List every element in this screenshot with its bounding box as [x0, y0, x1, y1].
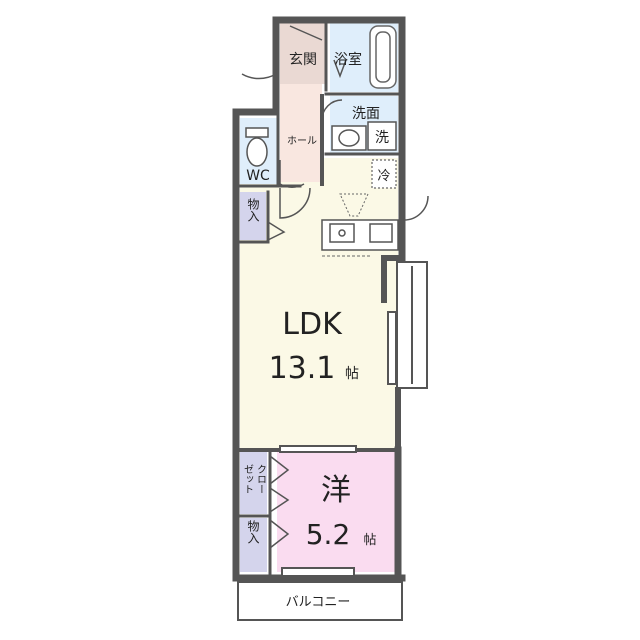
label-ldk-name: LDK	[282, 307, 343, 342]
balcony-area	[237, 581, 403, 621]
label-bedroom-name: 洋	[321, 473, 351, 508]
label-balcony: バルコニー	[286, 595, 351, 610]
storage-bottom-area	[240, 518, 267, 572]
hall-area	[280, 84, 322, 182]
washer-icon	[367, 121, 397, 151]
label-wc: WC	[246, 168, 270, 184]
bathtub-icon	[369, 25, 397, 89]
label-bedroom-unit: 帖	[363, 533, 376, 548]
fridge-space-icon	[371, 159, 397, 189]
label-storage-top: 物入	[246, 198, 260, 222]
label-genkan: 玄関	[289, 51, 317, 68]
east-window	[387, 261, 428, 389]
label-ldk-size: 13.1	[269, 351, 336, 386]
wash-basin-icon	[331, 125, 367, 151]
label-hall: ホール	[287, 135, 317, 147]
bedroom-area	[277, 450, 398, 572]
label-closet-line1: クロー	[255, 464, 266, 494]
storage-top-area	[240, 192, 266, 240]
toilet-icon	[245, 127, 269, 167]
label-ldk-unit: 帖	[345, 366, 359, 382]
label-bath: 浴室	[334, 51, 362, 68]
closet-area	[240, 452, 267, 514]
label-washer: 洗	[375, 130, 389, 146]
label-storage-bottom: 物入	[246, 520, 260, 544]
range-hood-icon	[339, 193, 369, 217]
label-fridge: 冷	[377, 169, 390, 184]
label-bedroom-size: 5.2	[306, 518, 351, 551]
kitchen-counter-icon	[321, 219, 399, 251]
label-closet-line2: ゼット	[242, 464, 254, 494]
bedroom-windows	[279, 445, 357, 577]
label-washroom: 洗面	[352, 106, 380, 122]
doors	[241, 25, 429, 549]
